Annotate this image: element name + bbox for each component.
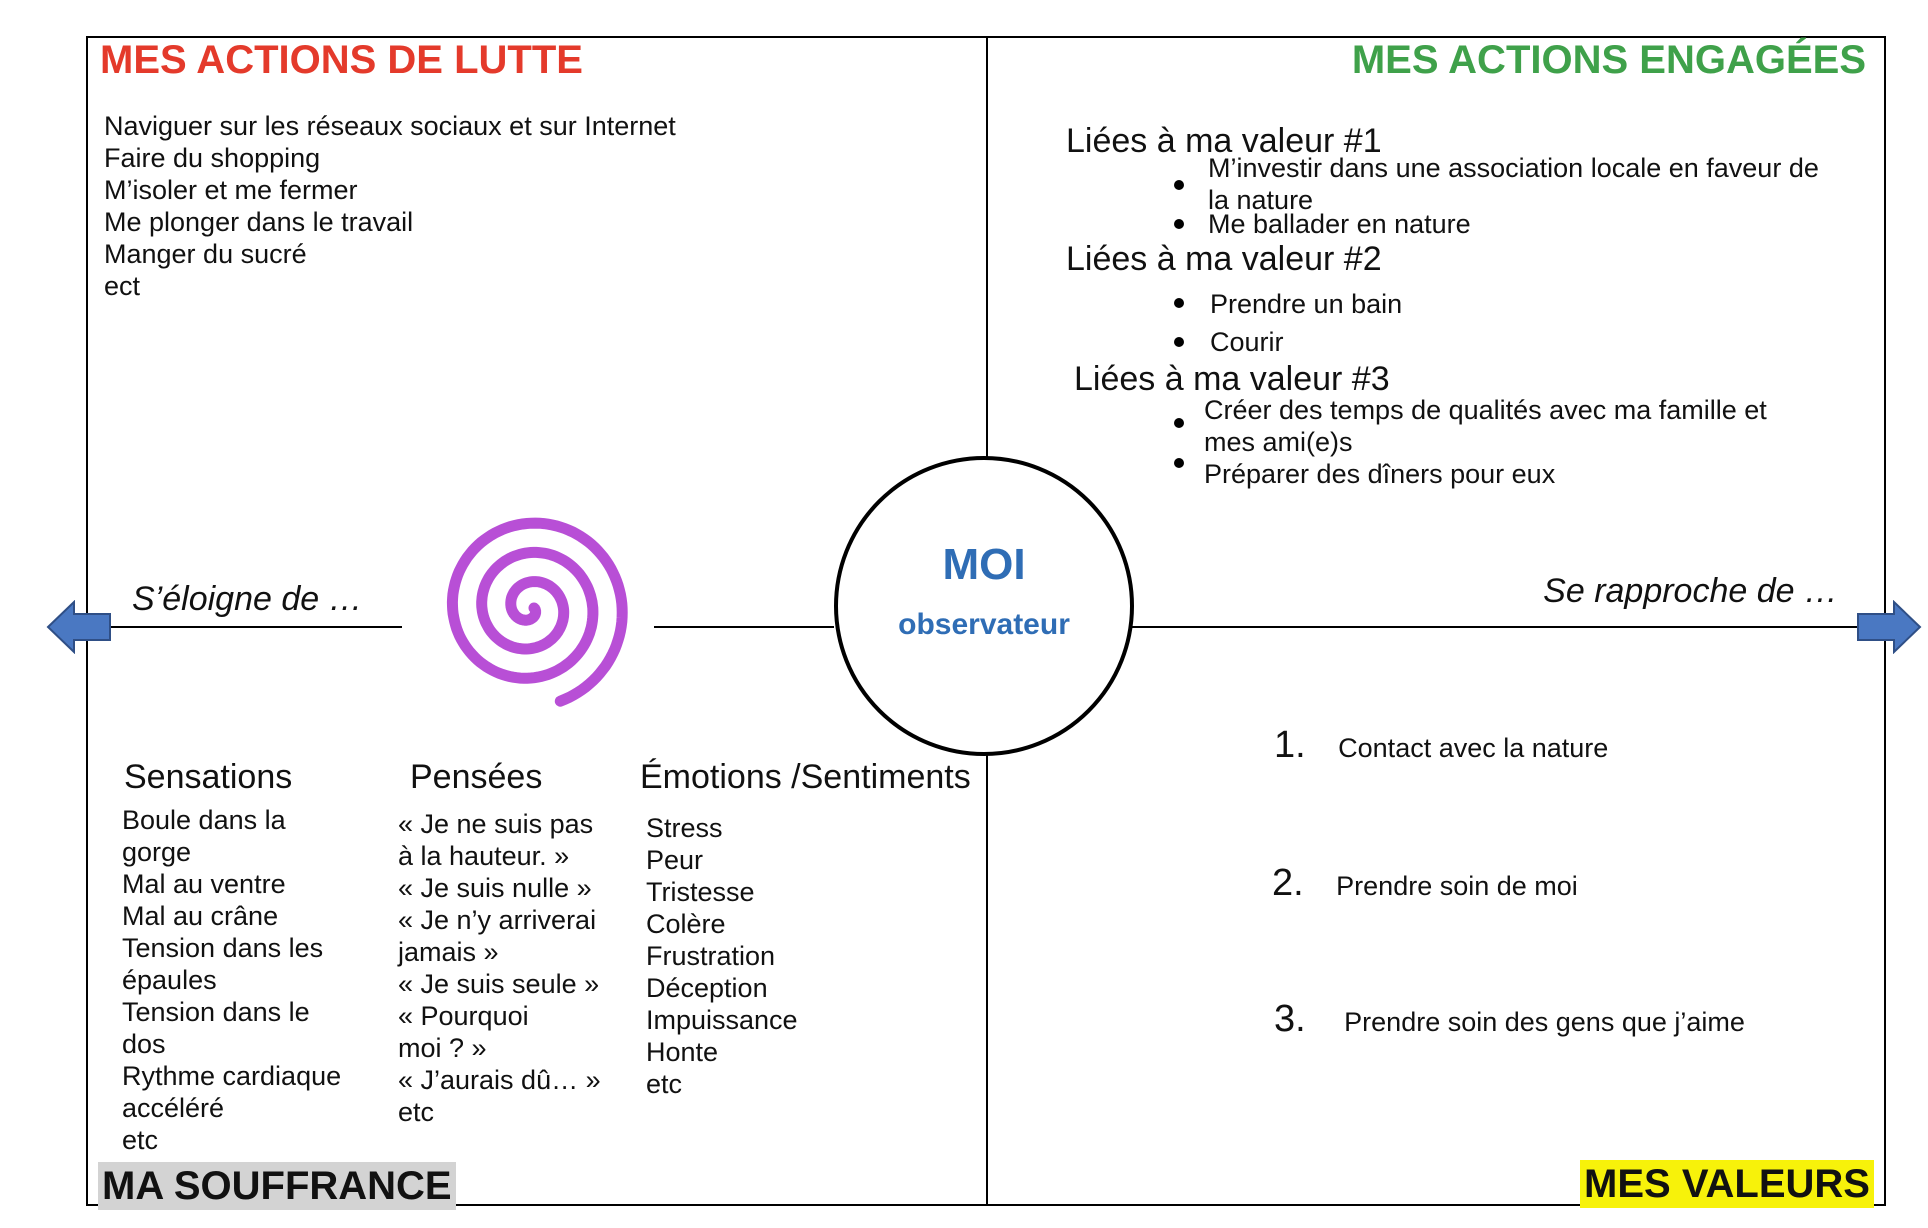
valeur-text: Prendre soin de moi [1336, 871, 1578, 901]
emotions-heading: Émotions /Sentiments [640, 758, 971, 796]
list-item: Mal au ventre [122, 869, 286, 899]
list-item: jamais » [398, 937, 499, 967]
valeur-number: 3. [1274, 998, 1306, 1040]
list-item: « J’aurais dû… » [398, 1065, 601, 1095]
list-item: Faire du shopping [104, 143, 321, 173]
spiral-icon [446, 517, 628, 707]
list-item: Boule dans la [122, 805, 286, 835]
bullet-icon [1174, 180, 1184, 190]
lutte-title: MES ACTIONS DE LUTTE [100, 38, 583, 82]
list-item: Mal au crâne [122, 901, 279, 931]
list-item: ect [104, 271, 141, 301]
list-item: Impuissance [646, 1005, 798, 1035]
sensations-list: Boule dans la gorge Mal au ventre Mal au… [122, 804, 341, 1156]
eloigne-label: S’éloigne de … [132, 580, 363, 618]
lutte-list: Naviguer sur les réseaux sociaux et sur … [104, 110, 676, 302]
list-item: « Je n’y arriverai [398, 905, 597, 935]
valeur-2-item-1: Prendre un bain [1210, 289, 1403, 319]
valeur-3-row: 3. Prendre soin des gens que j’aime [1274, 998, 1745, 1041]
list-item: etc [122, 1125, 159, 1155]
valeur-text: Contact avec la nature [1338, 733, 1609, 763]
valeur-1-item-1-line-1: M’investir dans une association locale e… [1208, 153, 1819, 183]
valeur-text: Prendre soin des gens que j’aime [1344, 1007, 1745, 1037]
bullet-icon [1174, 418, 1184, 428]
valeur-3-item-1-line-2: mes ami(e)s [1204, 427, 1353, 457]
list-item: gorge [122, 837, 192, 867]
emotions-list: Stress Peur Tristesse Colère Frustration… [646, 812, 798, 1100]
list-item: « Je suis nulle » [398, 873, 592, 903]
arrow-right-icon [1857, 600, 1922, 654]
valeur-1-item-1-line-2: la nature [1208, 185, 1314, 215]
pensees-list: « Je ne suis pas à la hauteur. » « Je su… [398, 808, 601, 1128]
list-item: Manger du sucré [104, 239, 307, 269]
valeurs-label: MES VALEURS [1580, 1160, 1874, 1208]
valeur-1-item-2: Me ballader en nature [1208, 209, 1471, 239]
valeur-number: 2. [1272, 862, 1304, 904]
bullet-icon [1174, 458, 1184, 468]
valeur-number: 1. [1274, 724, 1306, 766]
souffrance-label: MA SOUFFRANCE [98, 1162, 456, 1210]
list-item: Stress [646, 813, 723, 843]
valeur-3-heading: Liées à ma valeur #3 [1074, 360, 1390, 398]
moi-label: MOI [942, 540, 1026, 589]
list-item: Naviguer sur les réseaux sociaux et sur … [104, 111, 676, 141]
valeur-2-item-2: Courir [1210, 327, 1284, 357]
valeur-2-heading: Liées à ma valeur #2 [1066, 240, 1382, 278]
valeur-2-row: 2. Prendre soin de moi [1272, 862, 1578, 905]
valeur-1-heading: Liées à ma valeur #1 [1066, 122, 1382, 160]
bullet-icon [1174, 219, 1184, 229]
moi-observateur-circle [834, 456, 1134, 756]
horizontal-axis-middle [654, 626, 834, 628]
list-item: M’isoler et me fermer [104, 175, 358, 205]
list-item: Me plonger dans le travail [104, 207, 414, 237]
list-item: Tension dans les [122, 933, 324, 963]
list-item: « Je ne suis pas [398, 809, 594, 839]
list-item: Colère [646, 909, 726, 939]
bullet-icon [1174, 337, 1184, 347]
list-item: dos [122, 1029, 166, 1059]
rapproche-label: Se rapproche de … [1543, 572, 1838, 610]
horizontal-axis-left [100, 626, 402, 628]
list-item: Rythme cardiaque [122, 1061, 342, 1091]
list-item: etc [398, 1097, 435, 1127]
observateur-label: observateur [898, 608, 1070, 641]
list-item: Déception [646, 973, 768, 1003]
list-item: « Je suis seule » [398, 969, 600, 999]
list-item: etc [646, 1069, 683, 1099]
list-item: Peur [646, 845, 704, 875]
list-item: Frustration [646, 941, 776, 971]
bullet-icon [1174, 298, 1184, 308]
list-item: moi ? » [398, 1033, 487, 1063]
valeur-3-item-2: Préparer des dîners pour eux [1204, 459, 1556, 489]
list-item: « Pourquoi [398, 1001, 529, 1031]
list-item: épaules [122, 965, 217, 995]
pensees-heading: Pensées [410, 758, 543, 796]
sensations-heading: Sensations [124, 758, 293, 796]
horizontal-axis-right [1130, 626, 1860, 628]
arrow-left-icon [46, 600, 111, 654]
list-item: à la hauteur. » [398, 841, 570, 871]
list-item: accéléré [122, 1093, 225, 1123]
list-item: Honte [646, 1037, 719, 1067]
valeur-1-row: 1. Contact avec la nature [1274, 724, 1608, 767]
list-item: Tristesse [646, 877, 755, 907]
list-item: Tension dans le [122, 997, 310, 1027]
valeur-3-item-1-line-1: Créer des temps de qualités avec ma fami… [1204, 395, 1767, 425]
engagees-title: MES ACTIONS ENGAGÉES [1351, 38, 1866, 82]
